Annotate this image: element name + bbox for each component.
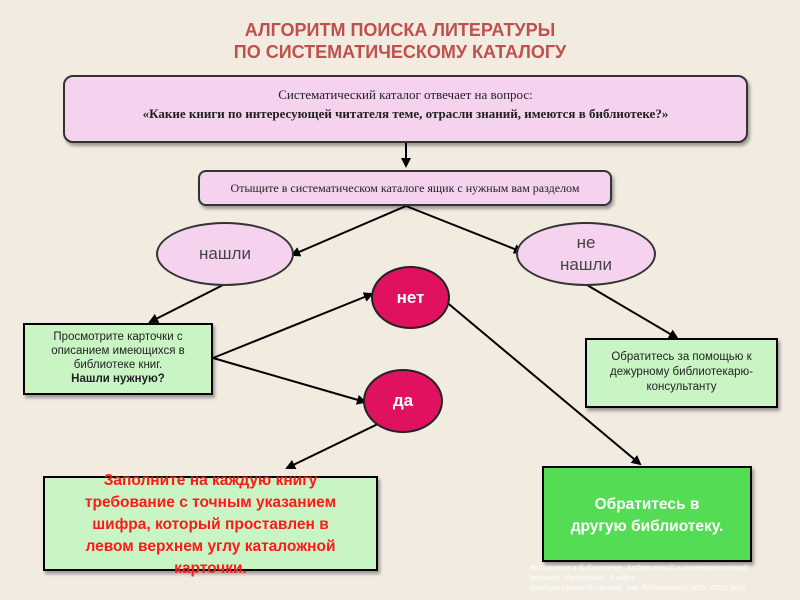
credit-line-3: Бурдина Ирина Петровна, зав. библиотекой… <box>530 583 746 592</box>
request-line-4: левом верхнем углу каталожной <box>85 538 336 555</box>
title-line-2: ПО СИСТЕМАТИЧЕСКОМУ КАТАЛОГУ <box>233 42 567 62</box>
arrow-not-found-to-consultant <box>586 284 679 340</box>
search-step-box: Отыщите в систематическом каталоге ящик … <box>198 170 612 206</box>
arrow-found-to-cards <box>148 283 226 323</box>
request-line-2: требование с точным указанием <box>84 494 337 511</box>
question-intro: Систематический каталог отвечает на вопр… <box>278 87 533 102</box>
consultant-box: Обратитесь за помощью к дежурному библио… <box>585 338 778 408</box>
no-circle: нет <box>371 266 450 329</box>
arrow-search-to-not-found <box>405 205 524 254</box>
other-library-line-2: другую библиотеку. <box>570 518 724 535</box>
consultant-line-2: дежурному библиотекарю- <box>610 366 753 378</box>
arrow-yes-to-request <box>285 420 385 470</box>
cards-line-2: описанием имеющихся в <box>51 345 185 357</box>
consultant-line-3: консультанту <box>646 381 717 393</box>
no-label: нет <box>396 287 425 307</box>
yes-label: да <box>392 391 414 410</box>
arrow-cards-to-yes <box>212 357 367 405</box>
not-found-label-line1: не <box>576 233 596 252</box>
other-library-box: Обратитесь в другую библиотеку. <box>542 466 752 562</box>
credit-line-2: каталог. Картотеки, 5 класс <box>530 573 636 582</box>
search-step-text: Отыщите в систематическом каталоге ящик … <box>230 181 580 195</box>
arrow-cards-to-no <box>212 292 374 359</box>
arrow-no-to-other-library <box>443 299 642 466</box>
consultant-line-1: Обратитесь за помощью к <box>611 351 752 363</box>
not-found-oval: не нашли <box>516 222 656 286</box>
request-line-5: карточки. <box>174 560 247 577</box>
other-library-line-1: Обратитесь в <box>594 496 700 513</box>
request-line-3: шифра, который проставлен в <box>92 516 329 533</box>
question-text: «Какие книги по интересующей читателя те… <box>142 106 669 121</box>
found-oval: нашли <box>156 222 294 286</box>
page-title: АЛГОРИТМ ПОИСКА ЛИТЕРАТУРЫ ПО СИСТЕМАТИЧ… <box>0 19 800 63</box>
credit-text: Выбор книг в библиотеке. Алфавитный и си… <box>530 563 796 593</box>
cards-line-1: Просмотрите карточки с <box>53 331 183 343</box>
question-box: Систематический каталог отвечает на вопр… <box>63 75 748 143</box>
arrow-search-to-found <box>290 205 407 257</box>
credit-line-1: Выбор книг в библиотеке. Алфавитный и си… <box>530 563 748 572</box>
found-label: нашли <box>199 244 251 263</box>
title-line-1: АЛГОРИТМ ПОИСКА ЛИТЕРАТУРЫ <box>244 20 556 40</box>
check-cards-box: Просмотрите карточки с описанием имеющих… <box>23 323 213 395</box>
cards-line-3: библиотеке книг. <box>73 359 163 371</box>
yes-circle: да <box>363 369 443 433</box>
cards-question: Нашли нужную? <box>71 373 165 385</box>
not-found-label-line2: нашли <box>560 255 612 274</box>
request-line-1: Заполните на каждую книгу <box>103 472 318 489</box>
request-form-box: Заполните на каждую книгу требование с т… <box>43 472 378 577</box>
